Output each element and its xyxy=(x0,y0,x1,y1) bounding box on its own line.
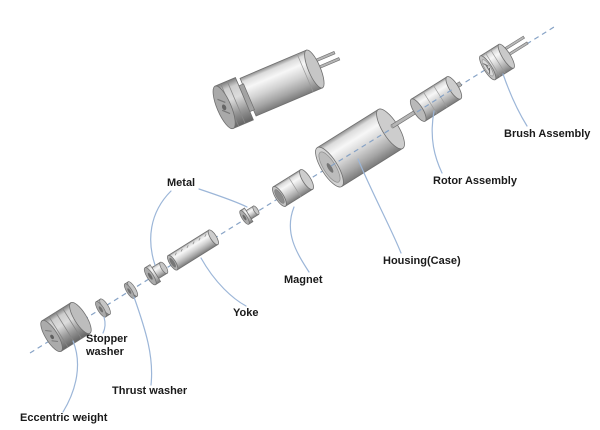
thrust-washer-part xyxy=(123,281,139,299)
leader-rotor-assembly xyxy=(431,110,443,174)
leader-magnet xyxy=(289,206,310,273)
label-brush-assembly: Brush Assembly xyxy=(504,128,591,140)
rotor-assembly-part xyxy=(390,76,463,129)
leader-housing xyxy=(357,158,402,254)
leader-yoke xyxy=(200,257,247,307)
label-yoke: Yoke xyxy=(233,307,259,319)
brush-assembly-part xyxy=(479,35,529,81)
leader-brush-assembly xyxy=(502,73,528,127)
axis-overlay-rotor xyxy=(416,88,454,113)
label-rotor-assembly: Rotor Assembly xyxy=(433,175,517,187)
yoke-part xyxy=(167,229,219,271)
assembled-motor xyxy=(212,49,341,130)
eccentric-weight-part xyxy=(40,301,92,353)
magnet-part xyxy=(272,169,314,207)
leader-stopper-washer xyxy=(102,316,106,334)
leader-eccentric-weight xyxy=(62,340,79,413)
label-thrust-washer: Thrust washer xyxy=(112,385,188,397)
housing-part xyxy=(315,108,405,188)
metal-bearing-left-part xyxy=(143,261,169,286)
label-housing: Housing(Case) xyxy=(383,255,461,267)
stopper-washer-part xyxy=(95,298,111,318)
label-metal: Metal xyxy=(167,177,196,189)
leader-metal-left xyxy=(150,190,172,266)
leader-metal-right xyxy=(198,188,248,208)
leader-thrust-washer xyxy=(133,296,153,386)
label-stopper-washer: Stopper washer xyxy=(86,333,128,359)
label-eccentric-weight: Eccentric weight xyxy=(20,412,108,424)
axis-overlay-housing xyxy=(330,128,392,167)
metal-bearing-right-part xyxy=(239,205,260,225)
label-magnet: Magnet xyxy=(284,274,323,286)
